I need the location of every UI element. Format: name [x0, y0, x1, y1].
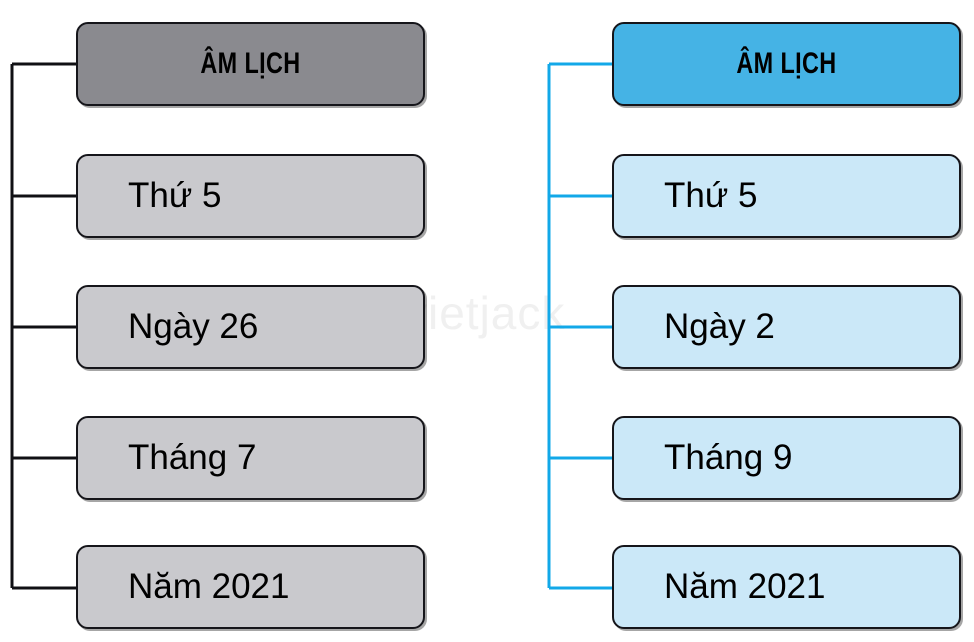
right-node-day-label: Ngày 2	[664, 307, 775, 346]
left-node-month-label: Tháng 7	[128, 438, 257, 477]
left-connector-group	[10, 62, 76, 590]
right-node-month-label: Tháng 9	[664, 438, 793, 477]
left-root-label: ÂM LỊCH	[200, 47, 301, 80]
right-node-weekday[interactable]: Thứ 5	[612, 154, 961, 238]
vietjack-watermark: vietjack	[404, 287, 566, 339]
left-node-weekday-label: Thứ 5	[128, 176, 222, 215]
left-node-month[interactable]: Tháng 7	[76, 416, 425, 500]
right-root-label: ÂM LỊCH	[736, 47, 837, 80]
left-node-year[interactable]: Năm 2021	[76, 545, 425, 629]
left-node-weekday[interactable]: Thứ 5	[76, 154, 425, 238]
right-node-day[interactable]: Ngày 2	[612, 285, 961, 369]
right-root-node[interactable]: ÂM LỊCH	[612, 22, 961, 106]
left-node-day-label: Ngày 26	[128, 307, 259, 346]
right-node-year-label: Năm 2021	[664, 567, 826, 606]
right-node-month[interactable]: Tháng 9	[612, 416, 961, 500]
left-root-node[interactable]: ÂM LỊCH	[76, 22, 425, 106]
left-node-day[interactable]: Ngày 26	[76, 285, 425, 369]
right-node-year[interactable]: Năm 2021	[612, 545, 961, 629]
right-node-weekday-label: Thứ 5	[664, 176, 758, 215]
left-node-year-label: Năm 2021	[128, 567, 290, 606]
